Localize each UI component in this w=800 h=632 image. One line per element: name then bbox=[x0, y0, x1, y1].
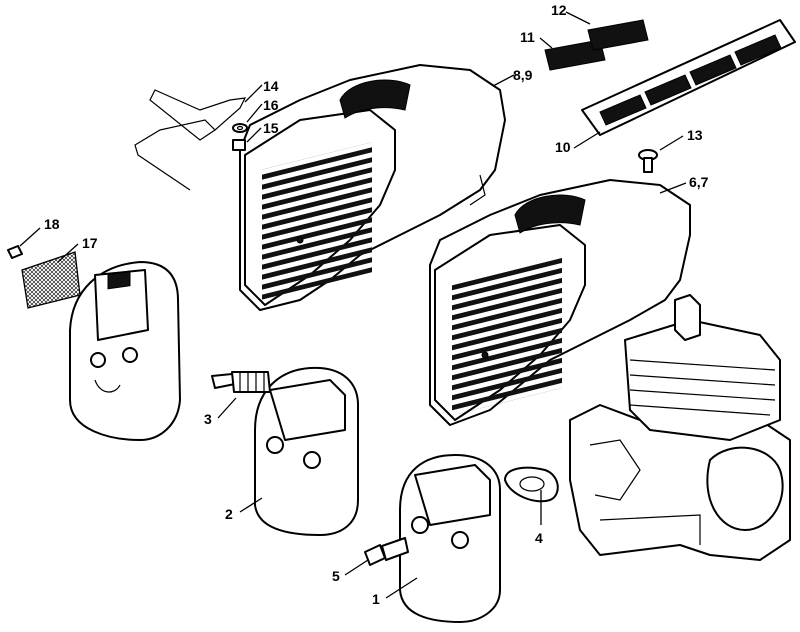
gasket-4 bbox=[504, 466, 559, 503]
decal-sheet-10 bbox=[581, 19, 796, 136]
muffler-2 bbox=[254, 366, 359, 536]
screw-18 bbox=[7, 245, 23, 259]
callout-16: 16 bbox=[263, 97, 279, 113]
engine-cover-6-7: STIHL bbox=[429, 179, 691, 426]
callout-17: 17 bbox=[82, 235, 98, 251]
wire-clip-14 bbox=[134, 89, 247, 191]
callout-4: 4 bbox=[535, 530, 543, 546]
washer-16 bbox=[232, 123, 248, 133]
screw-15 bbox=[232, 139, 246, 151]
spark-arrestor-screen bbox=[21, 251, 81, 309]
screw-13 bbox=[638, 149, 658, 173]
callout-5: 5 bbox=[332, 568, 340, 584]
callout-10: 10 bbox=[555, 139, 571, 155]
plug-3 bbox=[211, 371, 271, 393]
callout-11: 11 bbox=[520, 29, 535, 45]
callout-14: 14 bbox=[263, 78, 279, 94]
callout-3: 3 bbox=[204, 411, 212, 427]
muffler-1 bbox=[399, 454, 501, 623]
engine-cover-8-9: STIHL bbox=[239, 64, 506, 311]
decal-11 bbox=[544, 39, 606, 71]
engine-block bbox=[569, 294, 791, 561]
callout-2: 2 bbox=[225, 506, 233, 522]
muffler-upper bbox=[69, 261, 181, 441]
callout-6-7: 6,7 bbox=[689, 174, 709, 190]
decal-12 bbox=[587, 19, 649, 51]
callout-labels: 12 11 8,9 10 13 6,7 14 16 15 18 17 3 2 4… bbox=[44, 2, 709, 607]
callout-15: 15 bbox=[263, 120, 279, 136]
screw-5 bbox=[364, 537, 409, 566]
callout-8-9: 8,9 bbox=[513, 67, 533, 83]
callout-leaders bbox=[19, 11, 687, 599]
callout-13: 13 bbox=[687, 127, 703, 143]
callout-1: 1 bbox=[372, 591, 380, 607]
callout-18: 18 bbox=[44, 216, 60, 232]
callout-12: 12 bbox=[551, 2, 567, 18]
